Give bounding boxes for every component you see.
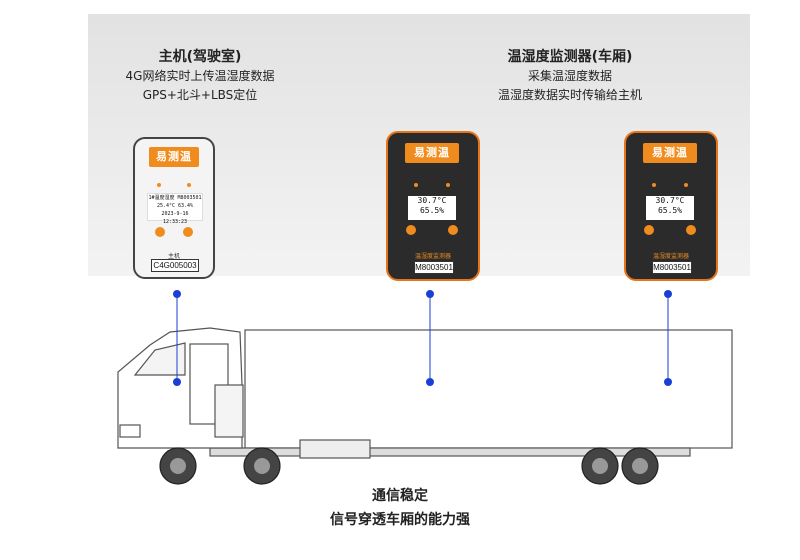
sensor-device-logo: 易测温 xyxy=(405,143,459,163)
indicator-led xyxy=(684,183,688,187)
sensor-button-right xyxy=(448,225,458,235)
connector-dot xyxy=(173,378,181,386)
sensor-device-logo: 易测温 xyxy=(643,143,697,163)
host-device: 易测温 1#温度湿度 M8003501 25.4°C 63.4% 2023-9-… xyxy=(133,137,215,279)
cab-window xyxy=(133,342,186,376)
host-device-logo: 易测温 xyxy=(149,147,199,167)
indicator-led xyxy=(187,183,191,187)
indicator-led xyxy=(446,183,450,187)
connector-dot xyxy=(173,290,181,298)
sensor-device-screen: 30.7°C 65.5% xyxy=(646,196,694,220)
indicator-led xyxy=(414,183,418,187)
host-line-2: GPS+北斗+LBS定位 xyxy=(142,88,258,102)
host-button-left xyxy=(155,227,165,237)
sensor-button-left xyxy=(644,225,654,235)
host-device-serial: C4G005003 xyxy=(151,259,199,272)
chassis xyxy=(209,447,691,457)
connector-dots xyxy=(173,290,672,386)
sensor-description: 温湿度监测器(车厢) 采集温湿度数据 温湿度数据实时传输给主机 xyxy=(470,48,670,105)
truck-illustration xyxy=(117,327,733,485)
sensor-line-1: 采集温湿度数据 xyxy=(527,69,612,83)
indicator-led xyxy=(157,183,161,187)
humidity-reading: 65.5% xyxy=(419,206,445,215)
screen-line: 1#温度湿度 M8003501 xyxy=(148,195,202,201)
temperature-reading: 30.7°C xyxy=(417,196,447,205)
temperature-reading: 30.7°C xyxy=(655,196,685,205)
bottom-line-2: 信号穿透车厢的能力强 xyxy=(330,512,470,528)
connector-dot xyxy=(664,290,672,298)
host-device-screen: 1#温度湿度 M8003501 25.4°C 63.4% 2023-9-16 1… xyxy=(147,193,203,225)
host-device-label: 主机 xyxy=(167,253,180,260)
sensor-device-serial: M8003501 xyxy=(414,261,454,274)
connector-dot xyxy=(426,290,434,298)
humidity-reading: 65.5% xyxy=(657,206,683,215)
cab-door xyxy=(189,343,229,425)
sensor-device: 易测温 30.7°C 65.5% 温湿度监测器 M8003501 xyxy=(386,131,480,281)
screen-line: 25.4°C 63.4% xyxy=(156,203,194,209)
front-grille xyxy=(119,424,141,438)
cab-side-panel xyxy=(214,384,244,438)
connector-lines xyxy=(176,294,669,382)
host-button-right xyxy=(183,227,193,237)
sensor-line-2: 温湿度数据实时传输给主机 xyxy=(497,88,642,102)
sensor-button-left xyxy=(406,225,416,235)
screen-line: 2023-9-16 12:33:23 xyxy=(161,211,189,225)
cargo-box xyxy=(244,329,733,449)
bottom-caption: 通信稳定 信号穿透车厢的能力强 xyxy=(300,484,500,532)
host-line-1: 4G网络实时上传温湿度数据 xyxy=(125,69,275,83)
connector-dot xyxy=(426,378,434,386)
indicator-led xyxy=(652,183,656,187)
sensor-device-screen: 30.7°C 65.5% xyxy=(408,196,456,220)
bottom-line-1: 通信稳定 xyxy=(372,488,428,504)
host-description: 主机(驾驶室) 4G网络实时上传温湿度数据 GPS+北斗+LBS定位 xyxy=(110,48,290,105)
sensor-device: 易测温 30.7°C 65.5% 温湿度监测器 M8003501 xyxy=(624,131,718,281)
sensor-device-label: 温湿度监测器 xyxy=(414,253,451,260)
host-title: 主机(驾驶室) xyxy=(158,49,242,65)
sensor-button-right xyxy=(686,225,696,235)
sensor-device-label: 温湿度监测器 xyxy=(652,253,689,260)
sensor-device-serial: M8003501 xyxy=(652,261,692,274)
connector-dot xyxy=(664,378,672,386)
sensor-title: 温湿度监测器(车厢) xyxy=(507,49,633,65)
fuel-tank xyxy=(299,439,371,459)
